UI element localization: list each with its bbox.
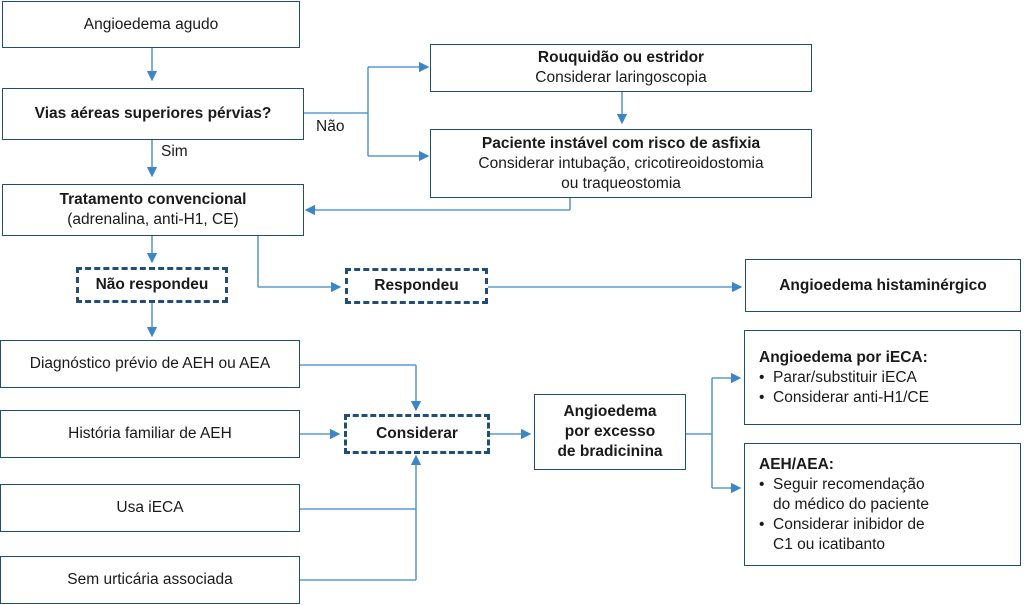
aeh-list-item: Seguir recomendação do médico do paciente	[759, 475, 929, 515]
node-tratamento-convencional: Tratamento convencional (adrenalina, ant…	[2, 184, 304, 236]
aeh-item-2a: Considerar inibidor de	[773, 515, 925, 533]
node-diagnostico-previo: Diagnóstico prévio de AEH ou AEA	[0, 340, 300, 388]
node-bradicinina-line2: por excesso	[564, 423, 656, 440]
node-angioedema-histaminergico: Angioedema histaminérgico	[745, 259, 1021, 312]
aeh-item-1b: do médico do paciente	[773, 495, 929, 513]
node-histaminergico-label: Angioedema histaminérgico	[779, 276, 987, 294]
node-usa-ieca: Usa iECA	[0, 484, 300, 532]
node-tratamento-sub: (adrenalina, anti-H1, CE)	[67, 211, 239, 228]
node-angioedema-ieca: Angioedema por iECA: Parar/substituir iE…	[744, 330, 1021, 425]
node-usa-ieca-label: Usa iECA	[116, 499, 184, 516]
node-diagnostico-previo-label: Diagnóstico prévio de AEH ou AEA	[29, 355, 271, 372]
node-paciente-instavel: Paciente instável com risco de asfixia C…	[430, 129, 812, 198]
node-angioedema-agudo-label: Angioedema agudo	[83, 15, 219, 33]
ieca-list-item: Considerar anti-H1/CE	[759, 388, 929, 408]
node-bradicinina-line1: Angioedema	[563, 403, 657, 420]
node-nao-respondeu: Não respondeu	[76, 267, 228, 303]
node-aeh-title: AEH/AEA:	[759, 455, 834, 473]
aeh-item-1a: Seguir recomendação	[773, 475, 925, 493]
node-bradicinina-line3: de bradicinina	[557, 443, 663, 460]
node-considerar: Considerar	[344, 414, 490, 454]
node-respondeu-label: Respondeu	[374, 277, 459, 294]
node-sem-urticaria-label: Sem urticária associada	[67, 571, 233, 588]
node-sem-urticaria: Sem urticária associada	[0, 556, 300, 604]
node-instavel-title: Paciente instável com risco de asfixia	[481, 134, 761, 152]
aeh-list-item: Considerar inibidor de C1 ou icatibanto	[759, 515, 929, 555]
node-ieca-title: Angioedema por iECA:	[759, 348, 928, 366]
aeh-list: Seguir recomendação do médico do paciente…	[759, 475, 929, 555]
ieca-list: Parar/substituir iECA Considerar anti-H1…	[759, 368, 929, 408]
node-rouquidao: Rouquidão ou estridor Considerar laringo…	[430, 44, 812, 92]
aeh-item-2b: C1 ou icatibanto	[773, 535, 886, 553]
node-respondeu: Respondeu	[345, 268, 488, 304]
node-considerar-label: Considerar	[376, 425, 458, 442]
node-rouquidao-sub: Considerar laringoscopia	[535, 69, 707, 86]
node-angioedema-bradicinina: Angioedema por excesso de bradicinina	[534, 394, 686, 470]
node-nao-respondeu-label: Não respondeu	[95, 276, 209, 293]
ieca-list-item: Parar/substituir iECA	[759, 368, 929, 388]
node-instavel-sub1: Considerar intubação, cricotireoidostomi…	[478, 154, 764, 172]
node-tratamento-title: Tratamento convencional	[59, 191, 247, 208]
node-angioedema-agudo: Angioedema agudo	[2, 1, 300, 48]
node-instavel-sub2: ou traqueostomia	[561, 174, 681, 192]
node-vias-aereas-label: Vias aéreas superiores pérvias?	[34, 105, 272, 122]
node-historia-familiar-label: História familiar de AEH	[68, 425, 232, 442]
edge-label-nao: Não	[316, 118, 345, 135]
node-aeh-aea: AEH/AEA: Seguir recomendação do médico do…	[744, 443, 1021, 566]
edge-label-sim: Sim	[161, 143, 188, 160]
node-rouquidao-title: Rouquidão ou estridor	[537, 49, 705, 66]
node-vias-aereas: Vias aéreas superiores pérvias?	[2, 88, 304, 140]
node-historia-familiar: História familiar de AEH	[0, 410, 300, 458]
